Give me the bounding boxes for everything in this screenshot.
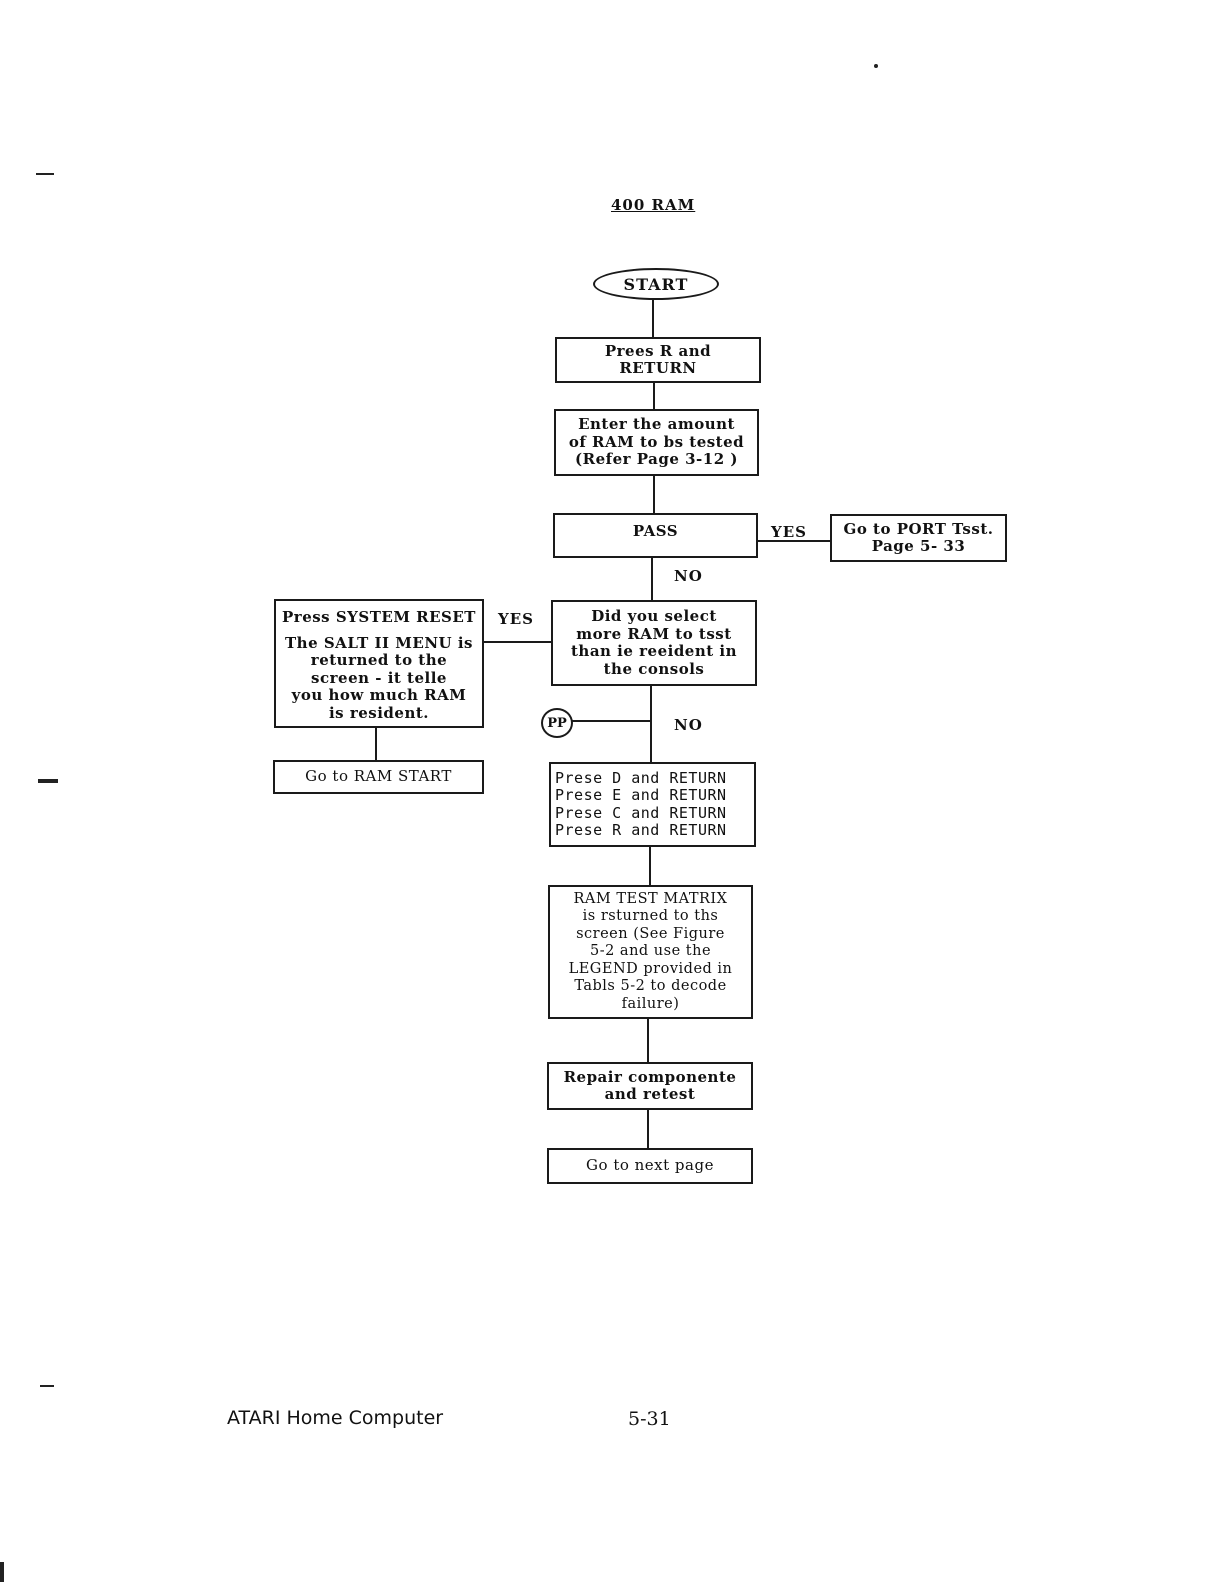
step-line: RETURN <box>619 359 697 377</box>
step-line: Prese D and RETURN <box>555 768 727 787</box>
scan-mark <box>874 64 878 68</box>
step-port-test: Go to PORT Tsst. Page 5- 33 <box>830 514 1007 562</box>
step-line: than ie reeident in <box>570 642 738 660</box>
no-select-label: NO <box>674 716 703 734</box>
yes-pass-label: YES <box>771 523 807 541</box>
step-line: the consols <box>603 659 705 678</box>
step-line: Go to RAM START <box>305 767 452 786</box>
step-line: screen - it telle <box>311 668 447 687</box>
step-line: Tabls 5-2 to decode <box>574 978 727 995</box>
scan-mark <box>0 1562 4 1582</box>
step-line: failure) <box>621 995 680 1012</box>
step-line: Press SYSTEM RESET <box>282 608 476 626</box>
step-line: (Refer Page 3-12 ) <box>575 450 738 469</box>
step-line: Prese R and RETURN <box>555 821 727 839</box>
start-label: START <box>623 274 689 294</box>
scan-mark <box>40 1385 54 1387</box>
step-line: Prees R and <box>604 341 712 360</box>
step-line: 5-2 and use the <box>589 943 712 960</box>
step-line: is rsturned to ths <box>582 908 719 925</box>
step-line: Page 5- 33 <box>871 537 966 555</box>
step-line: Go to PORT Tsst. <box>843 519 994 538</box>
step-line: Go to next page <box>586 1156 714 1175</box>
step-line: Prese E and RETURN <box>555 786 727 804</box>
step-line: screen (See Figure <box>576 925 725 942</box>
start-terminal: START <box>593 268 719 300</box>
step-line: of RAM to bs tested <box>568 432 745 451</box>
step-line: you how much RAM <box>291 686 467 704</box>
decision-pass: PASS <box>553 513 758 558</box>
step-enter-amount: Enter the amount of RAM to bs tested (Re… <box>554 409 759 476</box>
step-line: RAM TEST MATRIX <box>573 890 728 907</box>
step-line: The SALT II MENU is <box>285 633 473 652</box>
step-matrix: RAM TEST MATRIX is rsturned to ths scree… <box>548 885 753 1019</box>
step-line: and retest <box>604 1085 696 1103</box>
connector-pp: PP <box>541 708 573 738</box>
no-pass-label: NO <box>674 567 703 585</box>
step-line: LEGEND provided in <box>568 960 733 977</box>
step-press-dec: Prese D and RETURN Prese E and RETURN Pr… <box>549 762 756 847</box>
step-system-reset: Press SYSTEM RESET The SALT II MENU is r… <box>274 599 484 728</box>
page-number: 5-31 <box>628 1408 671 1430</box>
page-title: 400 RAM <box>611 196 696 214</box>
step-line: Repair componente <box>563 1067 737 1086</box>
step-line: returned to the <box>310 651 448 669</box>
step-line: Prese C and RETURN <box>555 803 727 822</box>
scan-mark <box>36 173 54 175</box>
step-go-ram-start: Go to RAM START <box>273 760 484 794</box>
step-next-page: Go to next page <box>547 1148 753 1184</box>
step-press-r: Prees R and RETURN <box>555 337 761 383</box>
step-line: is resident. <box>328 703 430 722</box>
connector-label: PP <box>547 715 567 731</box>
scan-mark <box>38 779 58 783</box>
step-repair: Repair componente and retest <box>547 1062 753 1110</box>
step-line: more RAM to tsst <box>576 624 732 643</box>
yes-select-label: YES <box>498 610 534 628</box>
step-line: Enter the amount <box>578 415 735 434</box>
pass-label: PASS <box>632 522 679 540</box>
footer-left: ATARI Home Computer <box>227 1407 444 1429</box>
step-line: Did you select <box>591 607 717 625</box>
decision-did-select: Did you select more RAM to tsst than ie … <box>551 600 757 686</box>
